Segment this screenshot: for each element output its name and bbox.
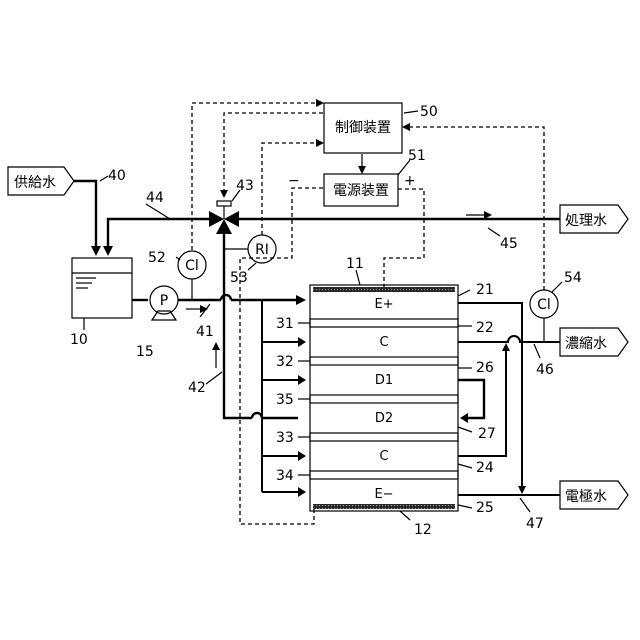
cathode-electrode [313, 504, 455, 509]
ref-15: 15 [136, 344, 154, 360]
ref-24: 24 [476, 460, 494, 476]
concentrated-water-label: 濃縮水 [565, 336, 607, 352]
anode-electrode [313, 287, 455, 292]
ref-32: 32 [276, 354, 294, 370]
supply-water-tag: 供給水 [8, 167, 74, 195]
ref-46: 46 [536, 362, 554, 378]
electrode-water-label: 電極水 [565, 489, 607, 505]
ref-54: 54 [564, 270, 582, 286]
membrane-32 [310, 357, 458, 365]
treated-water-label: 処理水 [565, 213, 607, 229]
ref-45: 45 [500, 236, 518, 252]
controller-to-power-arrowhead [358, 166, 366, 174]
compartment-d1: D1 [375, 373, 393, 388]
ref-42: 42 [188, 380, 206, 396]
compartment-c-top: C [379, 335, 388, 350]
cl-sensor-54-symbol: Cl [537, 297, 551, 313]
compartment-e-plus: E+ [374, 297, 393, 312]
membrane-31 [310, 319, 458, 327]
compartment-d2: D2 [375, 411, 393, 426]
pump-symbol: P [160, 293, 168, 309]
compartment-c-bottom: C [379, 449, 388, 464]
compartment-e-minus: E− [374, 487, 393, 502]
controller-label: 制御装置 [335, 120, 391, 136]
ref-44: 44 [146, 190, 164, 206]
membrane-34 [310, 471, 458, 479]
supply-water-label: 供給水 [14, 175, 56, 191]
treated-water-tag: 処理水 [560, 205, 628, 233]
ed-stack: E+ C D1 D2 C E− [310, 285, 458, 511]
concentrated-water-tag: 濃縮水 [560, 328, 628, 356]
pipe-jump-41 [221, 295, 231, 300]
ref-50: 50 [420, 104, 438, 120]
ref-10: 10 [70, 332, 88, 348]
ref-11: 11 [346, 256, 364, 272]
power-supply-label: 電源装置 [333, 183, 389, 199]
ri-sensor-53-symbol: RI [255, 242, 269, 258]
electrode-water-tag: 電極水 [560, 481, 628, 509]
supply-tank [72, 258, 132, 318]
ref-22: 22 [476, 320, 494, 336]
ref-34: 34 [276, 468, 294, 484]
ri-sensor-53: RI [224, 235, 276, 263]
ref-35: 35 [276, 392, 294, 408]
ref-25: 25 [476, 500, 494, 516]
ref-31: 31 [276, 316, 294, 332]
ref-53: 53 [230, 270, 248, 286]
plus-terminal: + [404, 173, 416, 189]
ref-51: 51 [408, 148, 426, 164]
ref-47: 47 [526, 516, 544, 532]
ref-40: 40 [108, 168, 126, 184]
reference-numbers: 50 51 43 40 44 45 52 53 54 11 21 22 26 2… [70, 104, 582, 538]
return-pipe-44 [108, 219, 213, 248]
ref-41: 41 [196, 324, 214, 340]
pump: P [150, 286, 178, 320]
supply-pipe-40 [74, 181, 96, 248]
ref-21: 21 [476, 282, 494, 298]
three-way-valve [209, 201, 239, 234]
membrane-33 [310, 433, 458, 441]
ref-33: 33 [276, 430, 294, 446]
ref-43: 43 [236, 178, 254, 194]
controller-box: 制御装置 [324, 103, 402, 153]
power-supply-box: 電源装置 [324, 174, 398, 206]
membrane-35 [310, 395, 458, 403]
ref-52: 52 [148, 250, 166, 266]
ref-27: 27 [478, 426, 496, 442]
cl-sensor-52-symbol: Cl [185, 258, 199, 274]
outlet-pipes [458, 303, 560, 495]
ref-12: 12 [414, 522, 432, 538]
ref-26: 26 [476, 360, 494, 376]
cl-sensor-54: Cl [530, 290, 558, 342]
cl-sensor-52: Cl [178, 251, 206, 300]
minus-terminal: − [288, 173, 300, 189]
